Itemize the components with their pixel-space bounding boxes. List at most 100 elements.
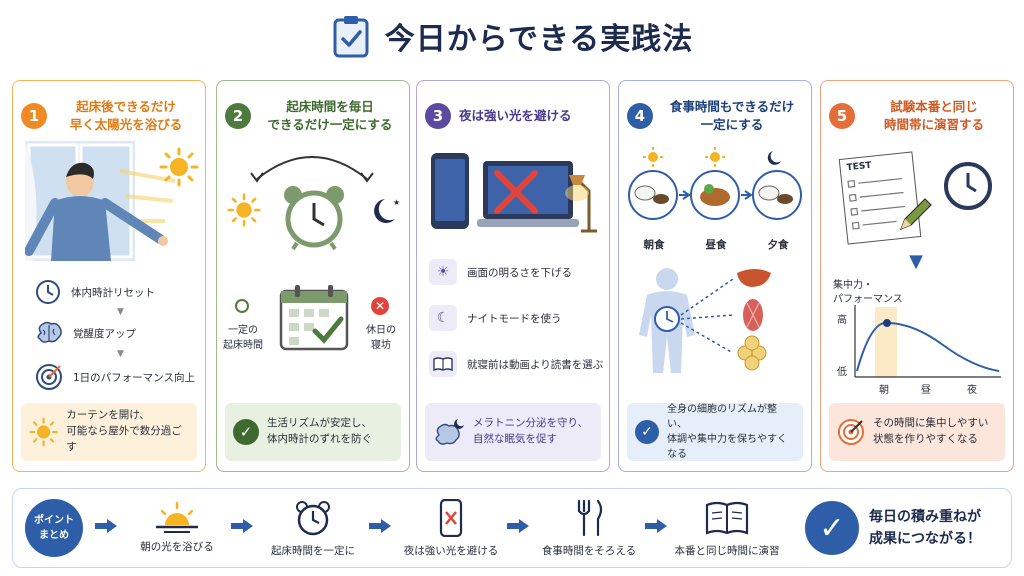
footer-line-2: 体調や集中力を保ちやすくなる: [667, 434, 787, 460]
check-circle-icon: ✓: [233, 419, 259, 445]
cross-mark-icon: ✕: [371, 297, 389, 315]
summary-step: 起床時間を一定に: [253, 499, 373, 563]
tip-text: 就寝前は動画より読書を選ぶ: [467, 358, 604, 371]
chart-x-label: 昼: [921, 385, 931, 396]
footer-line-2: 自然な眠気を促す: [473, 433, 557, 445]
summary-step-label: 食事時間をそろえる: [541, 545, 637, 557]
moon-icon: ☾: [429, 305, 457, 331]
book-icon: [429, 351, 457, 377]
open-book-icon: [705, 501, 749, 535]
devices-crossed-illustration: [431, 153, 597, 233]
page-title: 今日からできる実践法: [380, 14, 697, 58]
header: 今日からできる実践法: [0, 8, 1024, 64]
card-heading: 3 夜は強い光を避ける: [425, 93, 601, 139]
concentration-curve-chart: [854, 305, 1001, 378]
brain-moon-icon: [435, 419, 464, 445]
calendar-check-icon: [279, 285, 349, 351]
brain-icon: [37, 321, 62, 343]
person-stretching-illustration: [25, 141, 176, 261]
footer-line-1: カーテンを開け、: [66, 409, 150, 422]
pencil-icon: [899, 198, 932, 231]
meal-label: 昼食: [705, 239, 727, 251]
card-practice-same-time: 5 試験本番と同じ 時間帯に演習する TEST ▼ 集中力・ パフォーマンス 高…: [820, 80, 1014, 472]
meals-illustration: [628, 147, 802, 220]
heading-line-2: 早く太陽光を浴びる: [69, 117, 183, 132]
badge-line-2: まとめ: [39, 530, 69, 541]
meal-label: 朝食: [643, 239, 665, 251]
alarm-clock-icon: [284, 186, 344, 251]
down-arrow-icon: ▼: [117, 349, 124, 359]
check-circle-icon: ✓: [805, 501, 859, 555]
right-arrow-icon: [231, 519, 253, 533]
heading-line-2: 一定にする: [700, 117, 764, 132]
right-arrow-icon: [369, 519, 391, 533]
clock-icon: [36, 280, 60, 304]
card-footer: メラトニン分泌を守り、自然な眠気を促す: [425, 403, 601, 461]
right-arrow-icon: [95, 519, 117, 533]
card-heading: 1 起床後できるだけ 早く太陽光を浴びる: [21, 93, 197, 139]
step-number: 2: [225, 103, 251, 129]
card-footer: ✓ 全身の細胞のリズムが整い、体調や集中力を保ちやすくなる: [627, 403, 803, 461]
chart-ylabel-line-1: 集中力・: [833, 280, 873, 291]
heading-line-1: 起床後できるだけ: [76, 98, 176, 114]
footer-line-1: 生活リズムが安定し、: [267, 417, 372, 430]
summary-step-label: 朝の光を浴びる: [140, 541, 214, 553]
card-meal-times: 4 食事時間もできるだけ 一定にする 朝食 昼食 夕食 ✓ 全身の細胞のリズムが…: [618, 80, 812, 472]
tip-text: ナイトモードを使う: [467, 312, 562, 325]
heading-line-2: 時間帯に演習する: [883, 117, 984, 132]
card-footer: ✓ 生活リズムが安定し、体内時計のずれを防ぐ: [225, 403, 401, 461]
footer-line-1: その時間に集中しやすい: [873, 417, 989, 430]
chart-ylabel-line-2: パフォーマンス: [833, 294, 903, 305]
heading-line-2: できるだけ一定にする: [267, 117, 393, 132]
label-line-2: 起床時間: [223, 340, 263, 351]
heading-line-1: 夜は強い光を避ける: [459, 107, 572, 123]
label-line-1: 休日の: [366, 325, 396, 336]
summary-badge: ポイント まとめ: [25, 499, 83, 557]
sunrise-icon: [156, 501, 198, 533]
card-heading: 5 試験本番と同じ 時間帯に演習する: [829, 93, 1005, 139]
card-heading: 2 起床時間を毎日 できるだけ一定にする: [225, 93, 401, 139]
summary-step-label: 夜は強い光を避ける: [403, 545, 499, 557]
target-icon: [36, 364, 62, 390]
effect-row: 覚醒度アップ: [35, 321, 136, 345]
chart-low-label: 低: [837, 367, 847, 378]
down-arrow-icon: ▼: [909, 251, 923, 272]
step-number: 1: [21, 103, 47, 129]
tip-row: 就寝前は動画より読書を選ぶ: [429, 351, 603, 377]
test-paper-illustration: TEST: [838, 151, 922, 245]
label-line-2: 寝坊: [371, 340, 391, 351]
right-arrow-icon: [507, 519, 529, 533]
cycle-arrow-icon: [250, 156, 374, 183]
effect-text: 1日のパフォーマンス向上: [73, 371, 195, 384]
chart-high-label: 高: [837, 315, 847, 326]
body-organs-illustration: [639, 268, 771, 373]
summary-step-label: 起床時間を一定に: [271, 545, 355, 557]
fork-knife-icon: [577, 499, 603, 537]
tip-row: ☀ 画面の明るさを下げる: [429, 259, 572, 285]
heading-line-1: 試験本番と同じ: [890, 98, 978, 114]
summary-step: 本番と同じ時間に演習: [667, 499, 787, 563]
footer-line-2: 体内時計のずれを防ぐ: [267, 433, 372, 445]
effect-text: 体内時計リセット: [71, 286, 155, 299]
circle-mark-icon: [235, 299, 249, 313]
card-footer: その時間に集中しやすい状態を作りやすくなる: [829, 403, 1005, 461]
effect-row: 1日のパフォーマンス向上: [35, 363, 195, 391]
clipboard-check-icon: [333, 16, 369, 58]
footer-line-1: メラトニン分泌を守り、: [473, 417, 589, 430]
sun-icon: [159, 147, 199, 187]
label-line-1: 一定の: [228, 325, 258, 336]
target-icon: [838, 419, 864, 445]
step-number: 4: [627, 103, 653, 129]
meal-label: 夕食: [767, 239, 789, 251]
heading-line-1: 起床時間を毎日: [286, 98, 374, 114]
conclusion-line-1: 毎日の積み重ねが: [869, 509, 981, 525]
card-footer: カーテンを開け、可能なら屋外で数分過ごす: [21, 403, 197, 461]
footer-line-2: 可能なら屋外で数分過ごす: [66, 425, 182, 453]
footer-line-1: 全身の細胞のリズムが整い、: [667, 404, 777, 430]
summary-step-label: 本番と同じ時間に演習: [674, 545, 780, 557]
step-number: 5: [829, 103, 855, 129]
chart-x-label: 夜: [967, 385, 977, 396]
down-arrow-icon: ▼: [117, 307, 124, 317]
chart-x-label: 朝: [879, 385, 889, 396]
card-avoid-night-light: 3 夜は強い光を避ける ☀ 画面の明るさを下げる ☾ ナイトモードを使う 就寝前…: [416, 80, 610, 472]
